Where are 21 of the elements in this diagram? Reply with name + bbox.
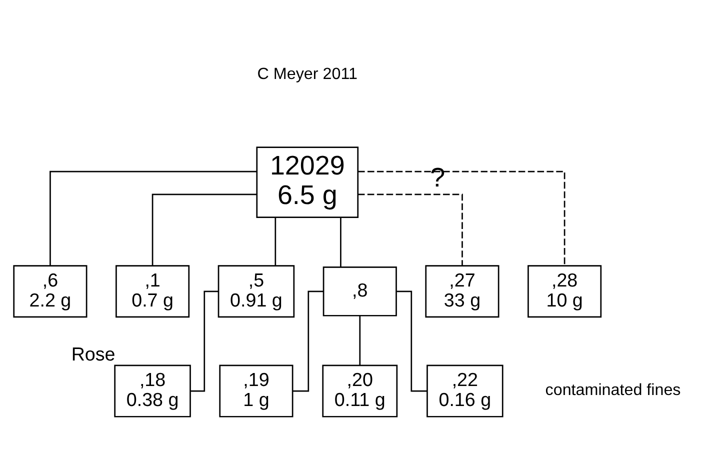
node-box: ,8 (322, 266, 397, 316)
node-box: ,28 10 g (528, 265, 602, 318)
node-box: ,18 0.38 g (114, 364, 191, 418)
connector (340, 217, 342, 268)
node-box: ,6 2.2 g (13, 265, 88, 318)
node-label: Rose (71, 343, 116, 364)
node-box: ,19 1 g (219, 364, 294, 418)
node-box: 12029 6.5 g (256, 146, 359, 218)
connector (152, 194, 257, 266)
connector (50, 170, 257, 266)
label: contaminated fines (545, 381, 681, 400)
node-box: ,27 33 g (425, 265, 500, 318)
node-box: ,20 0.11 g (322, 364, 398, 418)
node-box: ,22 0.16 g (426, 364, 504, 418)
connector (274, 217, 276, 266)
node-box: ,5 0.91 g (218, 265, 295, 318)
connector (358, 170, 566, 266)
label: C Meyer 2011 (257, 64, 358, 83)
node-box: ,1 0.7 g (116, 265, 190, 318)
connector (358, 194, 463, 266)
connector (359, 316, 361, 366)
